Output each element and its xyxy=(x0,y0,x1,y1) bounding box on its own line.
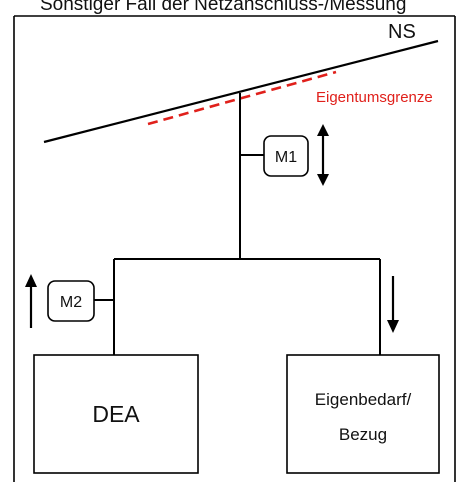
m2-label: M2 xyxy=(60,294,82,311)
header-text: Sonstiger Fall der Netzanschluss-/Messun… xyxy=(40,0,406,15)
dea-label: DEA xyxy=(92,401,140,427)
eigenbedarf-label-line2: Bezug xyxy=(339,425,387,444)
m2-meter-box xyxy=(47,280,95,322)
bidirectional-arrow-icon xyxy=(317,124,329,186)
m1-label: M1 xyxy=(275,149,297,166)
down-arrow-icon xyxy=(387,276,399,333)
eigenbedarf-box xyxy=(286,354,440,474)
ns-grid-line xyxy=(43,39,439,144)
eigenbedarf-label-line1: Eigenbedarf/ xyxy=(315,390,412,409)
up-arrow-icon xyxy=(25,274,37,328)
diagram-frame xyxy=(13,15,456,482)
ns-label: NS xyxy=(388,21,416,43)
m1-meter-box xyxy=(263,135,309,177)
ownership-boundary-label: Eigentumsgrenze xyxy=(316,89,433,106)
ownership-boundary-line xyxy=(147,70,337,126)
dea-box xyxy=(33,354,199,474)
